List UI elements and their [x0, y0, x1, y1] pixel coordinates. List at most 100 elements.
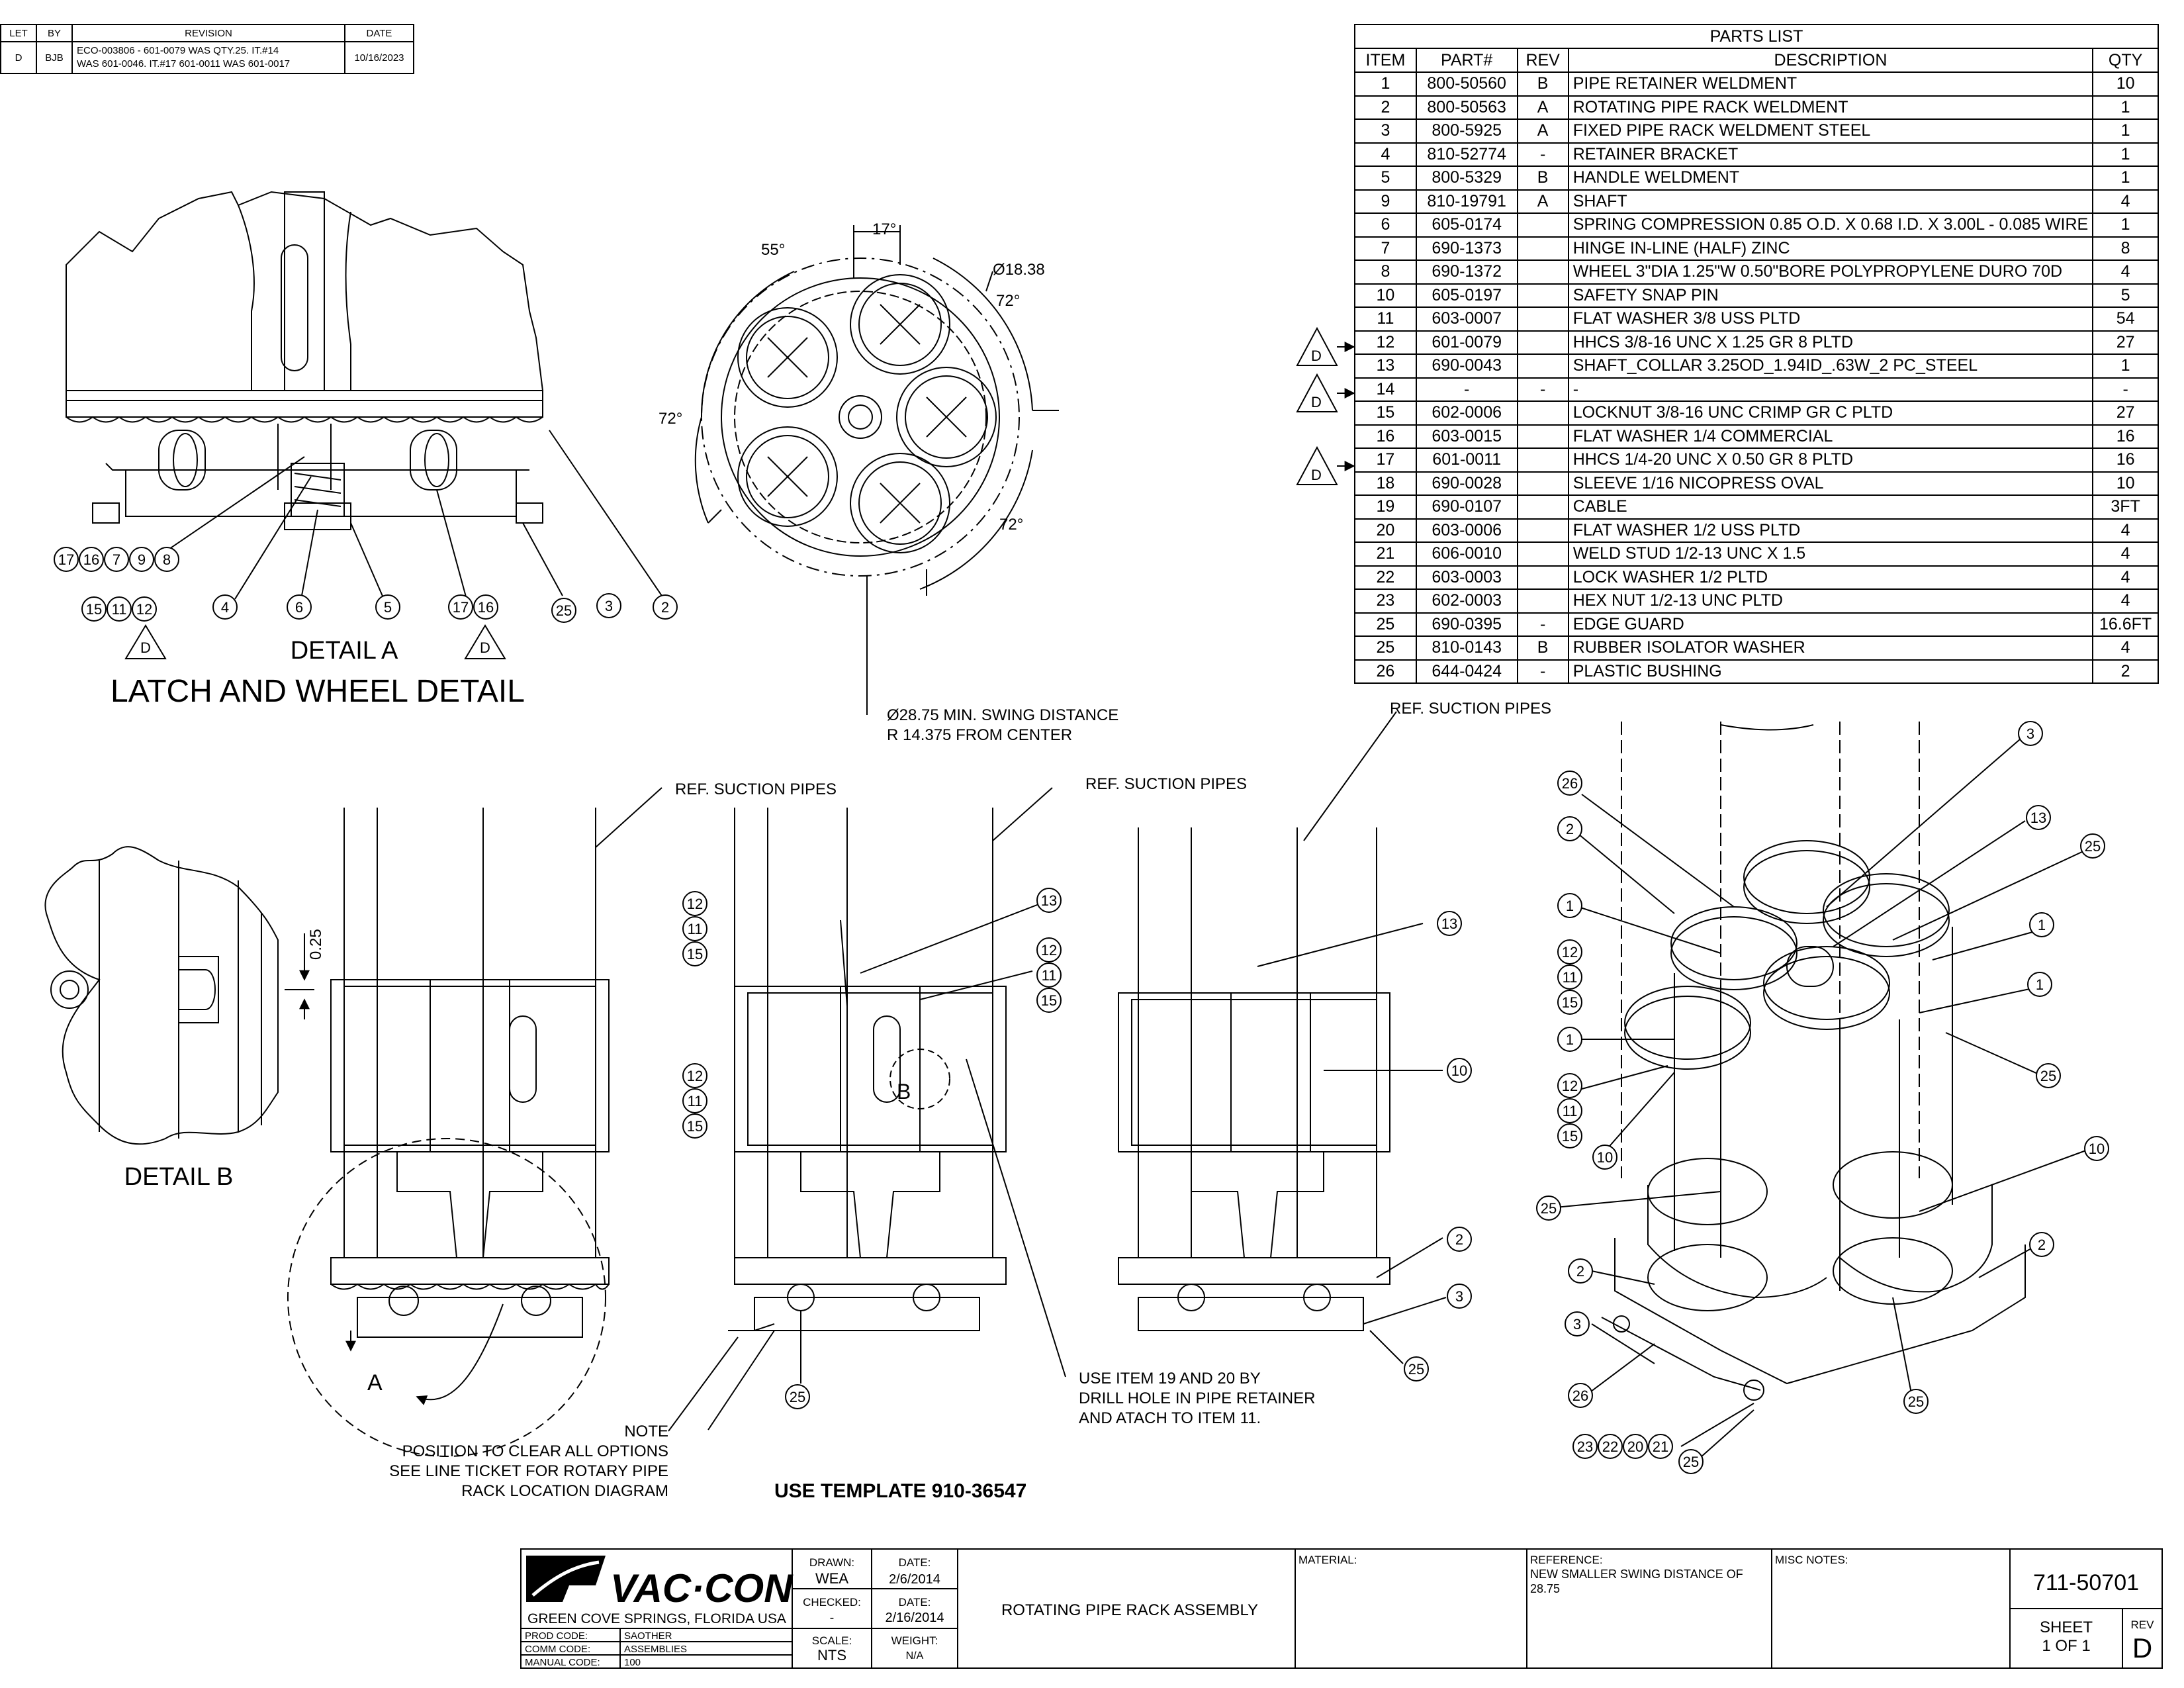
- parts-cell-description: PLASTIC BUSHING: [1567, 659, 2094, 684]
- logo-text: VAC·CON: [610, 1566, 794, 1611]
- balloon: 25: [2080, 833, 2105, 859]
- parts-cell-description: LOCK WASHER 1/2 PLTD: [1567, 565, 2094, 590]
- company-city: GREEN COVE SPRINGS, FLORIDA USA: [527, 1611, 786, 1626]
- prod-code-value: SAOTHER: [624, 1630, 672, 1642]
- balloon: 2: [2029, 1232, 2054, 1257]
- view-b-label: B: [897, 1080, 911, 1103]
- balloon-label: 25: [1683, 1454, 1699, 1470]
- parts-cell-item: 2: [1354, 95, 1417, 120]
- use-item-line-2: DRILL HOLE IN PIPE RETAINER: [1079, 1389, 1315, 1407]
- balloon-label: 15: [687, 1118, 703, 1135]
- parts-cell-item: 3: [1354, 118, 1417, 144]
- balloon: 25: [1404, 1356, 1429, 1382]
- angle-72-b-label: 72°: [659, 410, 682, 428]
- parts-cell-qty: 8: [2092, 236, 2159, 261]
- rev-flag-letter: D: [1311, 467, 1322, 483]
- balloon: 20: [1623, 1434, 1648, 1459]
- parts-cell-rev: [1516, 518, 1569, 543]
- parts-cell-part: 690-0395: [1415, 612, 1518, 637]
- parts-cell-part: -: [1415, 377, 1518, 402]
- note-title: NOTE: [624, 1423, 668, 1440]
- balloon-label: 25: [556, 602, 572, 619]
- parts-cell-item: 26: [1354, 659, 1417, 684]
- swing-note-line1: Ø28.75 MIN. SWING DISTANCE: [887, 706, 1118, 724]
- parts-cell-description: HINGE IN-LINE (HALF) ZINC: [1567, 236, 2094, 261]
- balloon-label: 10: [2089, 1141, 2105, 1157]
- parts-cell-rev: -: [1516, 659, 1569, 684]
- balloon-label: 15: [1562, 1128, 1578, 1145]
- balloon-label: 5: [384, 599, 392, 616]
- drawing-title: ROTATING PIPE RACK ASSEMBLY: [1001, 1601, 1258, 1619]
- parts-cell-qty: -: [2092, 377, 2159, 402]
- balloon-label: 17: [58, 551, 74, 568]
- parts-cell-part: 603-0006: [1415, 518, 1518, 543]
- balloon: 11: [1036, 962, 1062, 988]
- balloon-label: 2: [1566, 821, 1574, 837]
- balloon: 23: [1572, 1434, 1598, 1459]
- parts-cell-qty: 27: [2092, 330, 2159, 355]
- balloon-label: 12: [687, 896, 703, 912]
- balloon-label: 25: [1541, 1200, 1557, 1217]
- note-line-3: RACK LOCATION DIAGRAM: [461, 1482, 668, 1500]
- ref-pipes-label-1: REF. SUCTION PIPES: [675, 780, 837, 798]
- parts-header-rev: REV: [1516, 48, 1569, 73]
- drawing-number: 711-50701: [2033, 1570, 2139, 1595]
- rev-flag-item-12: D: [1296, 326, 1355, 366]
- balloon-label: 22: [1602, 1438, 1618, 1455]
- view-a-label: A: [367, 1370, 383, 1395]
- rev-description: ECO-003806 - 601-0079 WAS QTY.25. IT.#14…: [71, 41, 345, 74]
- parts-cell-item: 11: [1354, 306, 1417, 332]
- balloon: 1: [1557, 893, 1582, 918]
- balloon: 15: [682, 941, 707, 966]
- rev-description-line1: ECO-003806 - 601-0079 WAS QTY.25. IT.#14: [77, 45, 279, 56]
- parts-cell-item: 19: [1354, 494, 1417, 520]
- parts-cell-item: 5: [1354, 165, 1417, 191]
- parts-cell-item: 4: [1354, 142, 1417, 167]
- balloon: 9: [129, 547, 154, 572]
- parts-cell-rev: [1516, 306, 1569, 332]
- parts-cell-part: 603-0003: [1415, 565, 1518, 590]
- parts-cell-item: 22: [1354, 565, 1417, 590]
- parts-cell-part: 800-5329: [1415, 165, 1518, 191]
- balloon: 25: [1678, 1449, 1704, 1474]
- rev-flag-letter: D: [1311, 348, 1322, 364]
- balloon-label: 12: [136, 601, 152, 618]
- balloon: 15: [1036, 988, 1062, 1013]
- title-block-text: GREEN COVE SPRINGS, FLORIDA USA PROD COD…: [525, 1554, 2154, 1668]
- parts-cell-qty: 4: [2092, 635, 2159, 661]
- parts-cell-item: 7: [1354, 236, 1417, 261]
- angle-72-a-label: 72°: [996, 292, 1020, 310]
- balloon-label: 2: [1576, 1263, 1584, 1280]
- angle-55-label: 55°: [761, 241, 785, 259]
- sheet-label: SHEET: [2040, 1618, 2093, 1636]
- parts-list-table: PARTS LIST ITEM PART# REV DESCRIPTION QT…: [1354, 24, 2159, 684]
- balloon: 25: [1536, 1196, 1561, 1221]
- weight-value: N/A: [906, 1650, 924, 1662]
- balloon: 12: [1557, 1073, 1582, 1098]
- balloon: 7: [104, 547, 129, 572]
- rev-let: D: [0, 41, 37, 74]
- checked-date-label: DATE:: [899, 1596, 931, 1609]
- parts-cell-description: SAFETY SNAP PIN: [1567, 283, 2094, 308]
- parts-cell-qty: 4: [2092, 518, 2159, 543]
- front-view-3-balloons: 13 10 2 3 25: [1404, 911, 1472, 1382]
- parts-cell-rev: B: [1516, 71, 1569, 97]
- parts-cell-item: 12: [1354, 330, 1417, 355]
- parts-cell-rev: [1516, 236, 1569, 261]
- note-line-1: POSITION TO CLEAR ALL OPTIONS: [402, 1442, 668, 1460]
- parts-cell-qty: 4: [2092, 588, 2159, 614]
- manual-code-label: MANUAL CODE:: [525, 1657, 600, 1668]
- checked-value: -: [830, 1611, 835, 1625]
- top-view-labels: 55° 17° Ø18.38 72° 72° 72° Ø28.75 MIN. S…: [659, 220, 1118, 744]
- parts-cell-description: HHCS 3/8-16 UNC X 1.25 GR 8 PLTD: [1567, 330, 2094, 355]
- balloon: 2: [653, 594, 678, 620]
- parts-cell-description: HEX NUT 1/2-13 UNC PLTD: [1567, 588, 2094, 614]
- parts-cell-rev: [1516, 494, 1569, 520]
